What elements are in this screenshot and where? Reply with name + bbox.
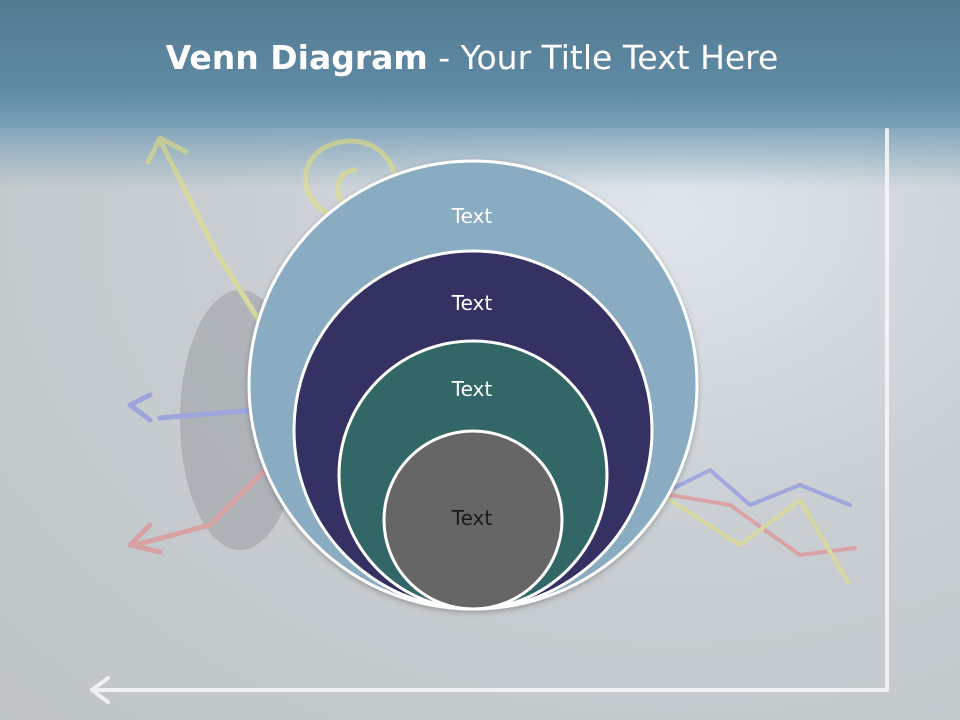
title-rest: - Your Title Text Here — [427, 38, 779, 77]
yellow-arrow — [157, 137, 268, 333]
red-zigzag — [668, 493, 857, 557]
blue-zigzag — [668, 468, 852, 507]
circle-outer-label: Text — [451, 204, 493, 228]
circle-second-label: Text — [451, 291, 493, 315]
blue-arrow-head — [127, 392, 153, 423]
page-title: Venn Diagram - Your Title Text Here — [0, 38, 944, 77]
title-bar — [0, 0, 960, 128]
red-arrow-head — [127, 522, 163, 555]
yellow-arrow-head — [145, 135, 189, 165]
circle-inner — [382, 429, 564, 611]
yellow-zigzag — [668, 498, 850, 584]
red-arrow — [132, 467, 268, 548]
title-bold: Venn Diagram — [165, 38, 428, 77]
circle-third-label: Text — [451, 377, 493, 401]
axis-arrow-head — [90, 676, 110, 704]
blue-arrow — [157, 407, 258, 421]
circle-inner-label: Text — [451, 506, 493, 530]
